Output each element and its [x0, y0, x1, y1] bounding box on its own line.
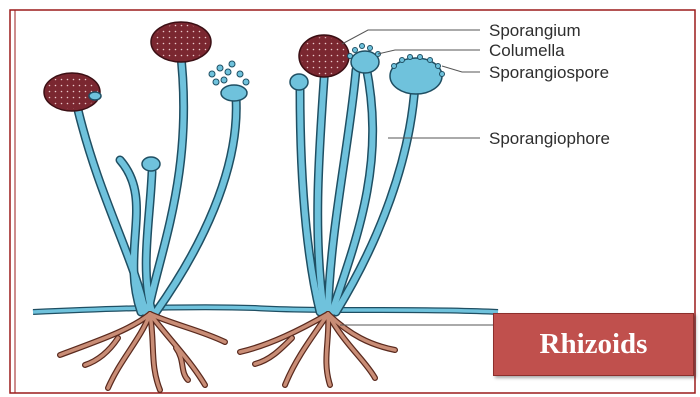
sporangium-head-top	[151, 22, 211, 62]
label-sporangiophore: Sporangiophore	[489, 129, 610, 148]
columella-tip	[89, 92, 101, 100]
leader-sporangium	[342, 30, 480, 44]
columella-small	[142, 157, 160, 171]
sporangium-head-right	[299, 35, 349, 77]
label-sporangiospore: Sporangiospore	[489, 63, 609, 82]
rhizoids-label: Rhizoids	[540, 328, 648, 361]
rhizoids-left	[60, 314, 225, 390]
columella-large	[390, 58, 442, 94]
columella-right	[351, 51, 379, 73]
rhizoids-callout: Rhizoids	[493, 313, 694, 376]
leader-columella	[378, 50, 480, 54]
left-sporangiophore-cluster	[78, 48, 236, 312]
right-sporangiophore-cluster	[300, 65, 415, 312]
columella-heads	[89, 51, 442, 171]
label-sporangium: Sporangium	[489, 21, 581, 40]
stolon	[33, 307, 498, 312]
columella-left-open	[221, 85, 247, 101]
leader-sporangiospore	[442, 66, 480, 72]
label-columella: Columella	[489, 41, 565, 60]
columella-right-small	[290, 74, 308, 90]
